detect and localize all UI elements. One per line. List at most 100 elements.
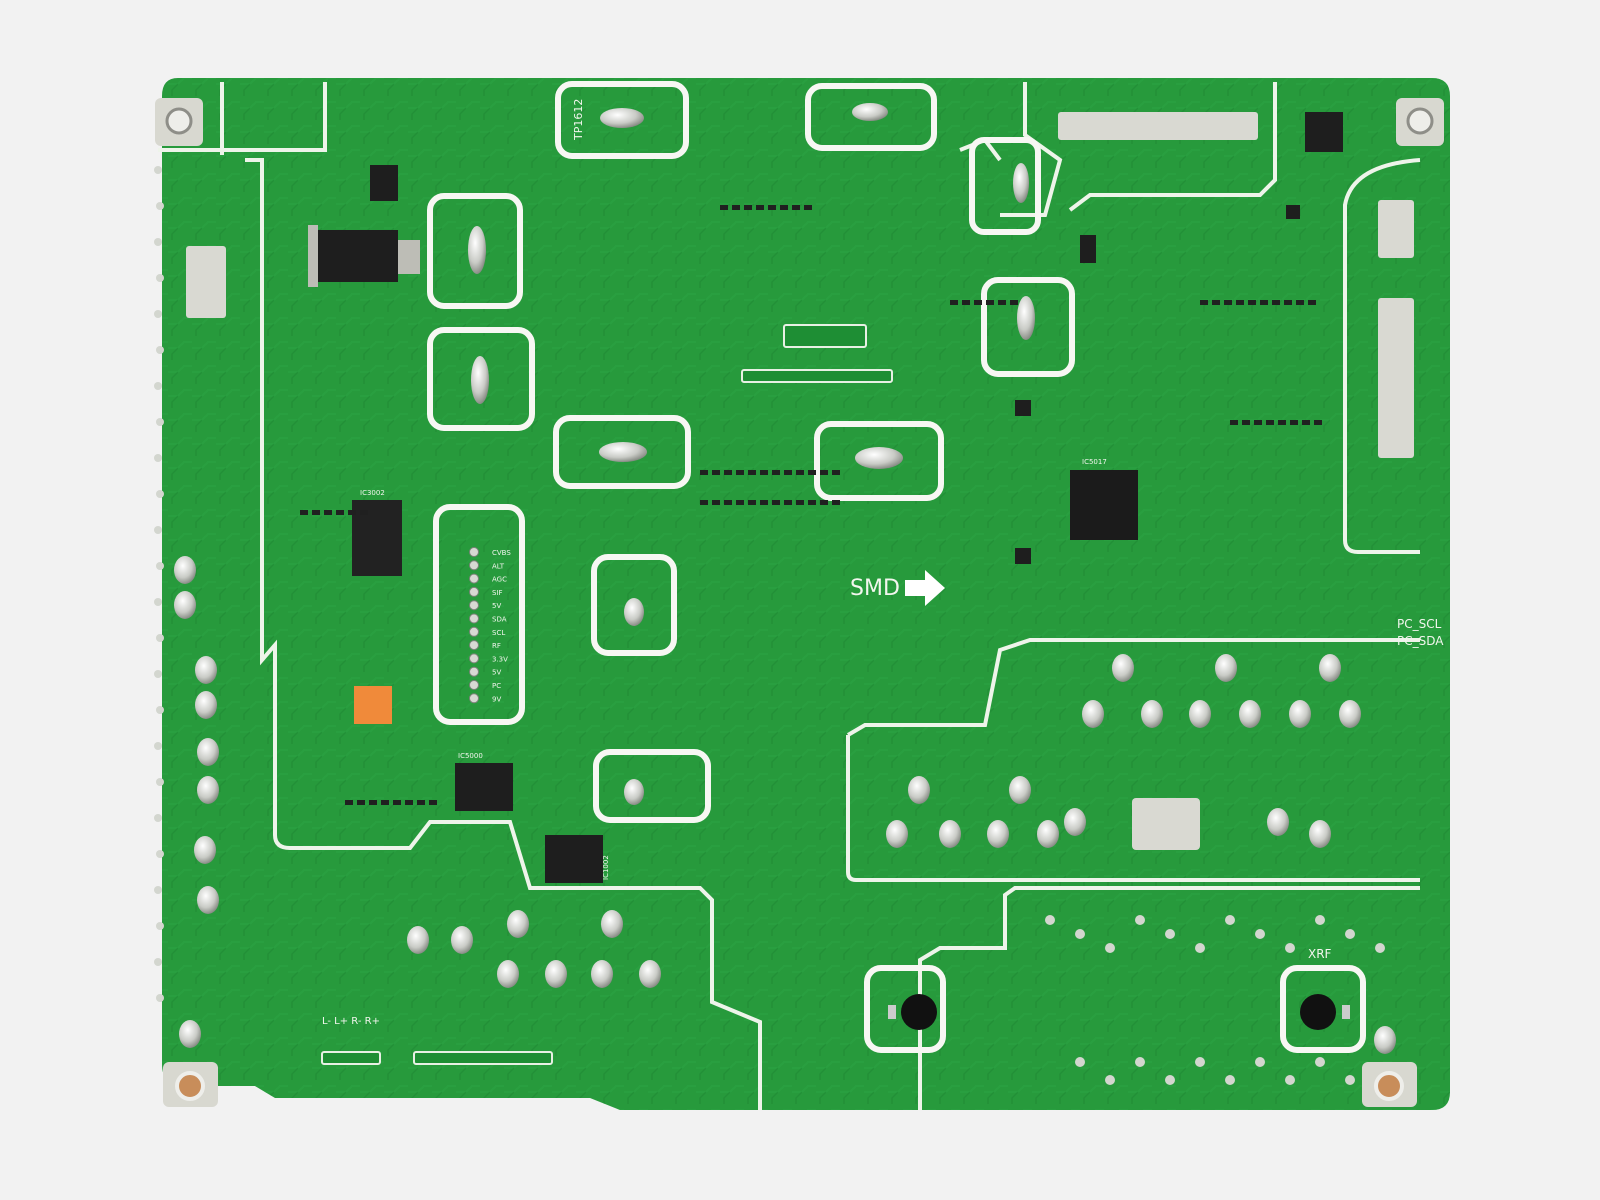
pc-sda-label: PC_SDA xyxy=(1397,634,1444,648)
edge-via xyxy=(156,922,164,930)
smd-component xyxy=(1236,300,1244,305)
smd-label-group: SMD xyxy=(850,570,945,606)
edge-via xyxy=(154,742,162,750)
header-pin-label: ALT xyxy=(492,562,505,570)
solder-pad xyxy=(939,820,961,848)
via xyxy=(1285,1075,1295,1085)
via xyxy=(1255,1057,1265,1067)
solder-pad xyxy=(407,926,429,954)
smd-component xyxy=(1302,420,1310,425)
smd-component xyxy=(748,470,756,475)
via xyxy=(1225,915,1235,925)
smd-label: SMD xyxy=(850,576,900,601)
smd-component xyxy=(360,510,368,515)
header-pin-label: PC xyxy=(492,682,501,690)
edge-via xyxy=(156,706,164,714)
smd-component xyxy=(820,470,828,475)
edge-via xyxy=(156,562,164,570)
ic-right-label: IC5017 xyxy=(1082,458,1107,466)
smd-component xyxy=(792,205,800,210)
header-pin xyxy=(469,666,479,677)
edge-via xyxy=(154,958,162,966)
header-pin xyxy=(469,653,479,664)
header-pin xyxy=(469,573,479,584)
smd-component xyxy=(820,500,828,505)
smd-component xyxy=(429,800,437,805)
edge-via xyxy=(154,382,162,390)
edge-via xyxy=(154,526,162,534)
via xyxy=(1195,943,1205,953)
via xyxy=(1255,929,1265,939)
header-pin xyxy=(469,600,479,611)
smd-component xyxy=(1212,300,1220,305)
solder-pad xyxy=(174,556,196,584)
solder-pad xyxy=(1319,654,1341,682)
smd-component xyxy=(324,510,332,515)
smd-component xyxy=(772,470,780,475)
solder-pad xyxy=(1339,700,1361,728)
via xyxy=(1225,1075,1235,1085)
smd-component xyxy=(348,510,356,515)
edge-via xyxy=(156,850,164,858)
edge-via xyxy=(154,166,162,174)
smd-component xyxy=(1230,420,1238,425)
smd-component xyxy=(312,510,320,515)
smd-component xyxy=(736,470,744,475)
via xyxy=(1195,1057,1205,1067)
edge-via xyxy=(156,346,164,354)
header-pin-label: 3.3V xyxy=(492,655,508,663)
solder-pad xyxy=(179,1020,201,1048)
solder-pad xyxy=(174,591,196,619)
via xyxy=(1315,915,1325,925)
smd-component xyxy=(1290,420,1298,425)
smd-component xyxy=(768,205,776,210)
solder-pad xyxy=(1189,700,1211,728)
solder-pad xyxy=(1141,700,1163,728)
smd-component xyxy=(784,470,792,475)
smd-component xyxy=(998,300,1006,305)
smd-component xyxy=(1284,300,1292,305)
via xyxy=(1105,943,1115,953)
smd-component xyxy=(1278,420,1286,425)
connectors xyxy=(186,112,1414,1065)
via xyxy=(1165,1075,1175,1085)
header-pin xyxy=(469,680,479,690)
solder-pad xyxy=(1082,700,1104,728)
solder-pad xyxy=(591,960,613,988)
smd-component xyxy=(962,300,970,305)
edge-via xyxy=(154,814,162,822)
xrf-label: XRF xyxy=(1308,947,1332,961)
arrow-right-icon xyxy=(905,570,945,606)
solder-pad xyxy=(886,820,908,848)
smd-component xyxy=(712,470,720,475)
solder-pad xyxy=(601,910,623,938)
header-pin-label: SDA xyxy=(492,616,507,624)
solder-pad xyxy=(197,776,219,804)
solder-pad xyxy=(1215,654,1237,682)
smd-component xyxy=(950,300,958,305)
solder-pad xyxy=(1309,820,1331,848)
via xyxy=(1375,943,1385,953)
solder-pad xyxy=(1112,654,1134,682)
edge-via xyxy=(154,598,162,606)
solder-pad xyxy=(1239,700,1261,728)
solder-pad xyxy=(197,886,219,914)
header-pin xyxy=(469,560,479,571)
smd-component xyxy=(772,500,780,505)
smd-component xyxy=(357,800,365,805)
smd-component xyxy=(720,205,728,210)
smd-component xyxy=(300,510,308,515)
header-pin-label: SIF xyxy=(492,589,503,597)
edge-via xyxy=(156,994,164,1002)
smd-component xyxy=(974,300,982,305)
smd-component xyxy=(1248,300,1256,305)
smd-component xyxy=(1242,420,1250,425)
solder-pad xyxy=(908,776,930,804)
smd-component xyxy=(736,500,744,505)
smd-component xyxy=(804,205,812,210)
solder-pad xyxy=(545,960,567,988)
solder-pad xyxy=(1374,1026,1396,1054)
solder-pad xyxy=(987,820,1009,848)
